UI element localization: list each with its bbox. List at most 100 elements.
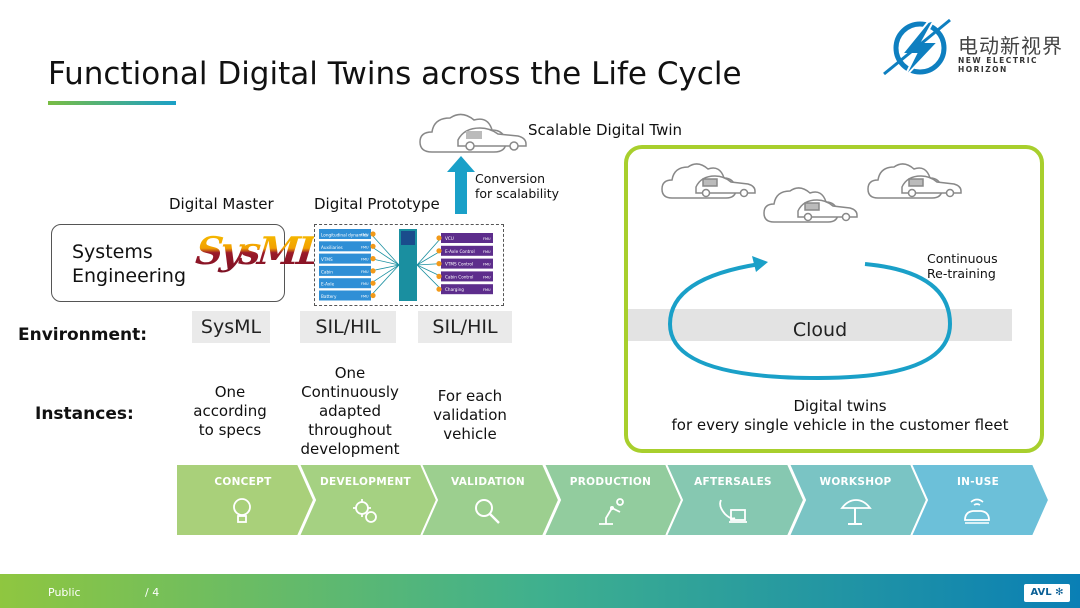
instances-row-label: Instances: bbox=[35, 404, 134, 424]
instance-for-each-line2: validation bbox=[433, 406, 507, 424]
prototype-left-block-label: Battery bbox=[321, 294, 337, 299]
prototype-connector bbox=[370, 243, 376, 249]
instance-for-each: For each validation vehicle bbox=[420, 387, 520, 444]
brand-lightning-logo-icon bbox=[883, 18, 951, 79]
brand-name-en: NEW ELECTRIC HORIZON bbox=[958, 56, 1038, 74]
prototype-right-block-label: VCU bbox=[445, 236, 454, 241]
prototype-connector bbox=[436, 273, 442, 279]
car-lift-icon bbox=[839, 499, 872, 525]
lifecycle-stage-label: WORKSHOP bbox=[819, 476, 892, 488]
lifecycle-chevron bbox=[666, 464, 804, 536]
lifecycle-stage-label: PRODUCTION bbox=[569, 476, 652, 488]
prototype-right-block-label: VTMS Control bbox=[445, 262, 473, 267]
prototype-fmu-tag: FMU bbox=[361, 282, 369, 286]
lifecycle-stage-label: IN-USE bbox=[956, 476, 1000, 488]
prototype-fmu-tag: FMU bbox=[361, 245, 369, 249]
instance-for-each-line3: vehicle bbox=[443, 425, 497, 443]
prototype-connector bbox=[436, 286, 442, 292]
lifecycle-stage-label: DEVELOPMENT bbox=[320, 476, 411, 488]
digital-master-header: Digital Master bbox=[169, 195, 274, 213]
magnifier-icon bbox=[475, 499, 500, 524]
prototype-fmu-tag: FMU bbox=[483, 288, 491, 292]
prototype-left-block: Auxiliaries FMU bbox=[319, 241, 371, 252]
prototype-link bbox=[416, 250, 442, 266]
prototype-right-block-label: E-Axle Control bbox=[445, 249, 475, 254]
env-sil-hil-1: SIL/HIL bbox=[300, 311, 396, 343]
instance-one-specs-line1: One bbox=[214, 383, 246, 401]
instance-one-continuous-line3: adapted bbox=[318, 402, 382, 420]
instance-digital-twins-line1: Digital twins bbox=[793, 397, 887, 415]
prototype-link bbox=[416, 264, 442, 277]
lightbulb-icon bbox=[233, 498, 251, 523]
avl-logo: AVL ✻ bbox=[1024, 584, 1070, 602]
conversion-label-line1: Conversion bbox=[475, 171, 546, 186]
avl-logo-text: AVL bbox=[1030, 587, 1052, 598]
prototype-link bbox=[370, 258, 400, 266]
prototype-left-block-label: Auxiliaries bbox=[321, 245, 343, 250]
prototype-fmu-tag: FMU bbox=[483, 237, 491, 241]
fleet-cloud-cars-icon bbox=[661, 163, 962, 223]
prototype-link bbox=[370, 264, 400, 272]
prototype-left-block-label: VTMS bbox=[321, 257, 333, 262]
page-title: Functional Digital Twins across the Life… bbox=[48, 56, 742, 92]
instance-one-continuous-line4: throughout bbox=[308, 421, 392, 439]
footer-classification: Public bbox=[48, 586, 81, 599]
lifecycle-stage-label: CONCEPT bbox=[214, 476, 272, 488]
prototype-fmu-tag: FMU bbox=[361, 258, 369, 262]
instance-digital-twins: Digital twins for every single vehicle i… bbox=[640, 397, 1040, 435]
prototype-right-block-label: Cabin Control bbox=[445, 274, 473, 279]
prototype-connector bbox=[370, 280, 376, 286]
footer-bar bbox=[0, 574, 1080, 608]
prototype-hub bbox=[399, 229, 417, 301]
retraining-label: Re-training bbox=[927, 266, 996, 281]
prototype-left-block: VTMS FMU bbox=[319, 253, 371, 264]
prototype-connector bbox=[436, 235, 442, 241]
prototype-fmu-tag: FMU bbox=[483, 263, 491, 267]
prototype-right-block: E-Axle Control FMU bbox=[441, 245, 493, 256]
prototype-connector bbox=[370, 231, 376, 237]
instance-one-specs-line2: according bbox=[193, 402, 267, 420]
prototype-right-block: VTMS Control FMU bbox=[441, 258, 493, 269]
instance-one-specs: One according to specs bbox=[180, 383, 280, 440]
digital-prototype-header: Digital Prototype bbox=[314, 195, 440, 213]
cloud-section-frame bbox=[624, 145, 1044, 453]
lifecycle-chevron bbox=[298, 464, 437, 536]
sysml-logo: SysML bbox=[193, 228, 324, 273]
continuous-label: Continuous bbox=[927, 251, 998, 266]
prototype-fmu-tag: FMU bbox=[483, 250, 491, 254]
prototype-connector bbox=[436, 248, 442, 254]
conversion-arrow-icon bbox=[447, 156, 475, 214]
prototype-connector bbox=[370, 256, 376, 262]
prototype-left-block-label: Cabin bbox=[321, 269, 333, 274]
prototype-left-block: Cabin FMU bbox=[319, 265, 371, 276]
instance-one-continuous-line5: development bbox=[300, 440, 400, 458]
conversion-label-line2: for scalability bbox=[475, 186, 559, 201]
phone-laptop-icon bbox=[719, 499, 747, 523]
instance-one-continuous: One Continuously adapted throughout deve… bbox=[290, 364, 410, 459]
cloud-car-icon bbox=[419, 113, 527, 153]
lifecycle-chevron bbox=[543, 464, 682, 536]
retraining-loop bbox=[667, 256, 953, 381]
systems-engineering-line2: Engineering bbox=[72, 265, 186, 287]
instance-one-continuous-line1: One bbox=[334, 364, 366, 382]
title-underline bbox=[48, 101, 176, 105]
prototype-fmu-tag: FMU bbox=[361, 270, 369, 274]
prototype-connector bbox=[436, 261, 442, 267]
prototype-link bbox=[370, 233, 400, 266]
cloud-label: Cloud bbox=[792, 319, 848, 341]
prototype-link bbox=[370, 245, 400, 266]
prototype-left-block-label: Longitudinal dynamics bbox=[321, 233, 368, 238]
robot-arm-icon bbox=[598, 498, 624, 525]
scalable-digital-twin-label: Scalable Digital Twin bbox=[528, 121, 683, 139]
instance-one-continuous-line2: Continuously bbox=[301, 383, 399, 401]
environment-row-label: Environment: bbox=[18, 325, 148, 345]
prototype-link bbox=[416, 237, 442, 266]
prototype-hub-logo bbox=[401, 231, 415, 245]
footer-page-number: / 4 bbox=[145, 586, 160, 599]
prototype-link bbox=[370, 264, 400, 284]
